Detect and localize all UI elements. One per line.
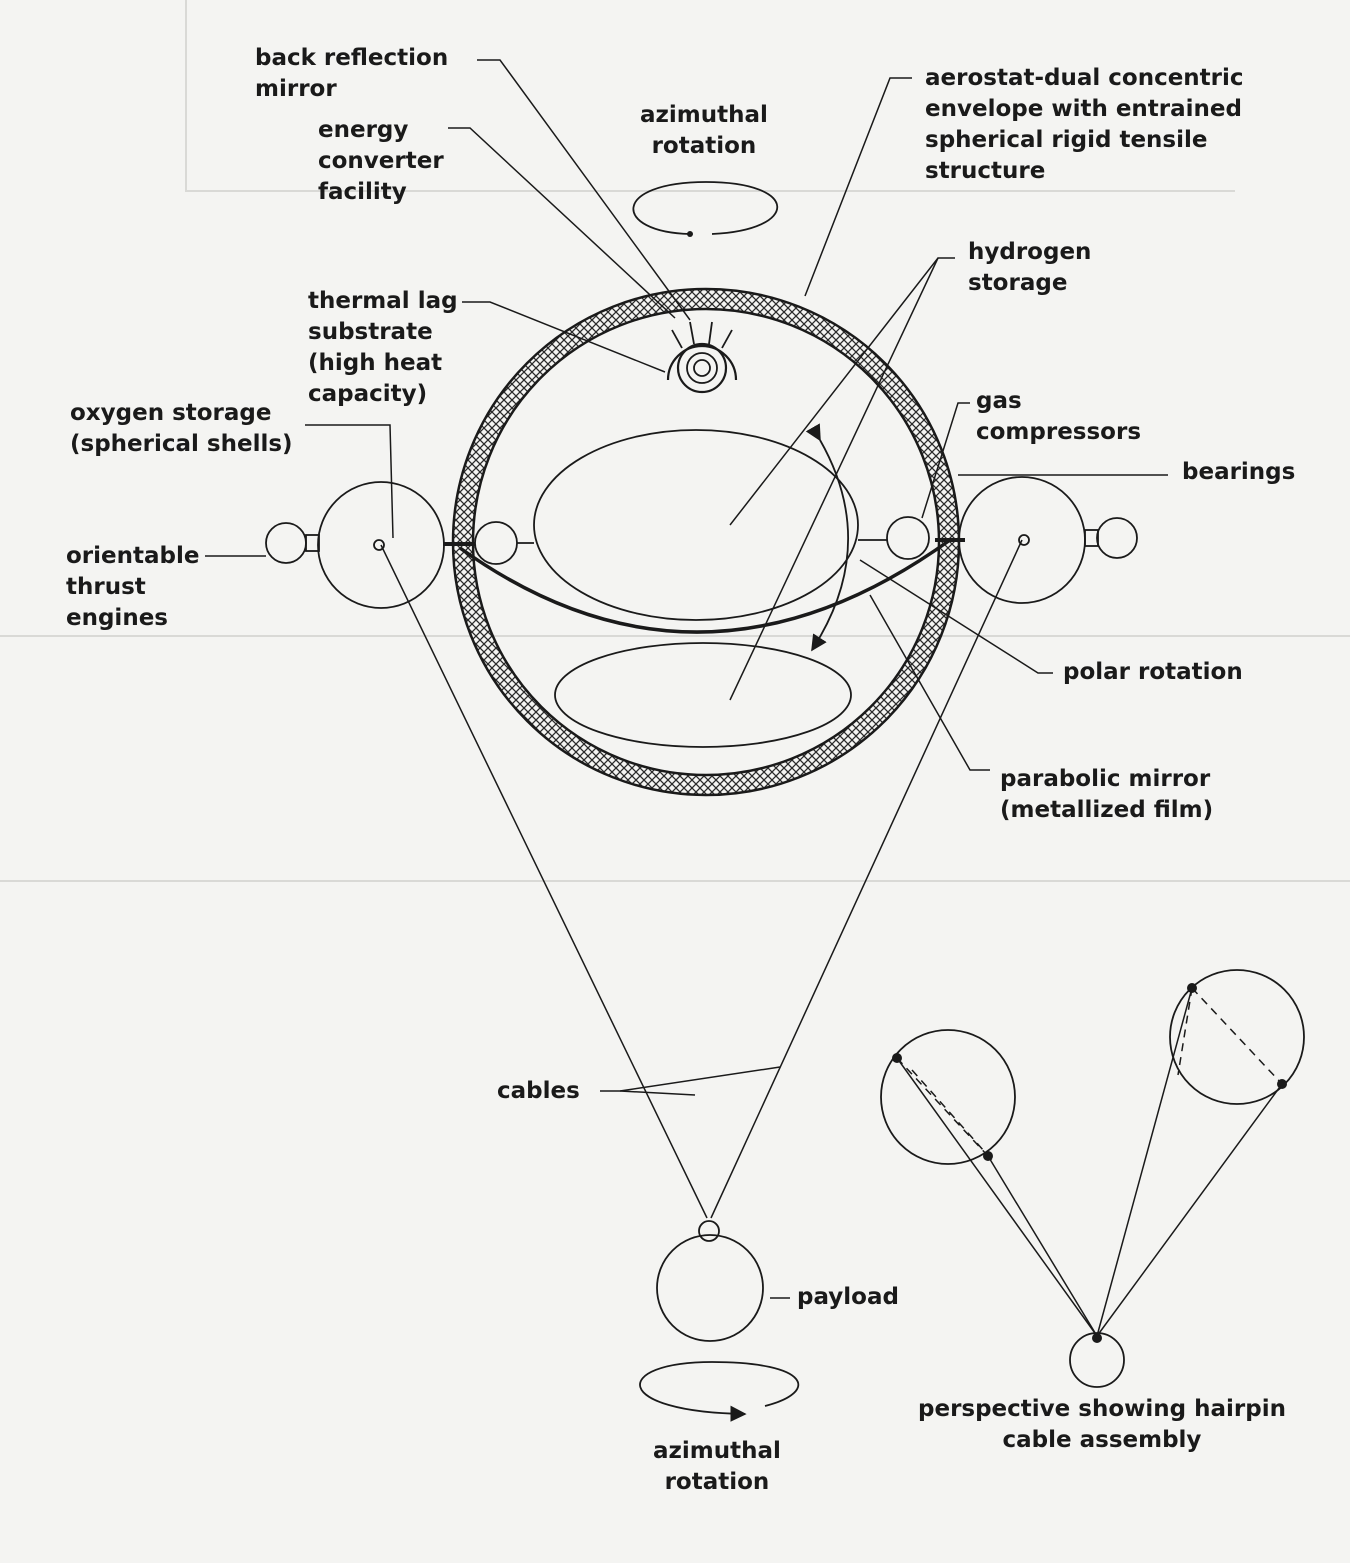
gas-compressor-right — [886, 516, 930, 560]
label-line: orientable — [66, 543, 200, 569]
label-aerostat-envelope: aerostat-dual concentric envelope with e… — [925, 63, 1244, 187]
label-line: back reflection — [255, 45, 449, 71]
thrust-engine-left — [265, 522, 307, 564]
label-line: converter — [318, 148, 444, 174]
label-line: hydrogen — [968, 239, 1092, 265]
label-line: azimuthal — [653, 1438, 781, 1464]
label-perspective-hairpin: perspective showing hairpin cable assemb… — [918, 1394, 1286, 1456]
label-hydrogen-storage: hydrogen storage — [968, 237, 1091, 299]
engine-mount-left — [305, 534, 320, 552]
label-back-reflection-mirror: back reflection mirror — [255, 43, 448, 105]
label-line: aerostat-dual concentric — [925, 65, 1244, 91]
label-line: rotation — [651, 133, 757, 159]
payload-connector — [698, 1220, 720, 1242]
label-line: (spherical shells) — [70, 431, 293, 457]
label-line: energy — [318, 117, 409, 143]
label-azimuthal-rotation-top: azimuthal rotation — [640, 100, 768, 162]
label-line: azimuthal — [640, 102, 768, 128]
label-payload: payload — [797, 1282, 899, 1313]
scan-artifact-line — [185, 190, 1235, 192]
leader-lines — [205, 59, 1168, 1299]
label-line: mirror — [255, 76, 337, 102]
label-line: polar rotation — [1063, 659, 1243, 685]
label-oxygen-storage: oxygen storage (spherical shells) — [70, 398, 293, 460]
hairpin-perspective — [880, 969, 1305, 1388]
label-line: thermal lag — [308, 288, 458, 314]
label-line: parabolic mirror — [1000, 766, 1211, 792]
label-thermal-lag-substrate: thermal lag substrate (high heat capacit… — [308, 286, 458, 410]
label-cables: cables — [497, 1076, 580, 1107]
hydrogen-storage-lower — [554, 642, 852, 748]
label-gas-compressors: gas compressors — [976, 386, 1141, 448]
engine-mount-right — [1084, 529, 1099, 547]
label-line: structure — [925, 158, 1046, 184]
label-line: bearings — [1182, 459, 1296, 485]
label-line: (metallized film) — [1000, 797, 1214, 823]
label-parabolic-mirror: parabolic mirror (metallized film) — [1000, 764, 1213, 826]
cable-right — [710, 539, 1023, 1219]
thrust-engine-right — [1096, 517, 1138, 559]
scan-artifact-line — [0, 635, 1350, 637]
cable-attach-point-right — [1018, 534, 1030, 546]
polar-rotation-arrow — [805, 423, 849, 652]
label-line: payload — [797, 1284, 899, 1310]
label-line: storage — [968, 270, 1068, 296]
scan-artifact-line — [0, 880, 1350, 882]
label-orientable-thrust-engines: orientable thrust engines — [66, 541, 199, 634]
label-line: capacity) — [308, 381, 428, 407]
label-line: thrust — [66, 574, 146, 600]
label-line: compressors — [976, 419, 1142, 445]
label-line: perspective showing hairpin — [918, 1396, 1286, 1422]
scan-artifact-line — [185, 0, 187, 190]
label-line: spherical rigid tensile — [925, 127, 1208, 153]
arrow-tip-dot — [687, 231, 693, 237]
label-line: rotation — [664, 1469, 770, 1495]
label-line: substrate — [308, 319, 433, 345]
oxygen-storage-left — [317, 481, 445, 609]
label-line: gas — [976, 388, 1022, 414]
label-line: cables — [497, 1078, 580, 1104]
payload-sphere — [656, 1234, 764, 1342]
cable-attach-point-left — [373, 539, 385, 551]
label-line: (high heat — [308, 350, 443, 376]
label-line: oxygen storage — [70, 400, 272, 426]
cable-left — [380, 544, 708, 1219]
azimuthal-rotation-bottom-arrow — [639, 1361, 799, 1422]
aerostat-envelope — [451, 287, 961, 797]
energy-converter-assembly — [666, 321, 738, 394]
label-line: facility — [318, 179, 407, 205]
label-line: engines — [66, 605, 168, 631]
label-polar-rotation: polar rotation — [1063, 657, 1243, 688]
label-line: cable assembly — [1002, 1427, 1202, 1453]
gas-compressor-left — [474, 521, 518, 565]
label-azimuthal-rotation-bottom: azimuthal rotation — [653, 1436, 781, 1498]
label-bearings: bearings — [1182, 457, 1295, 488]
hydrogen-storage-upper — [533, 429, 859, 621]
label-energy-converter-facility: energy converter facility — [318, 115, 444, 208]
azimuthal-rotation-top-arrow — [632, 181, 779, 235]
parabolic-mirror-curve — [458, 538, 952, 634]
label-line: envelope with entrained — [925, 96, 1242, 122]
